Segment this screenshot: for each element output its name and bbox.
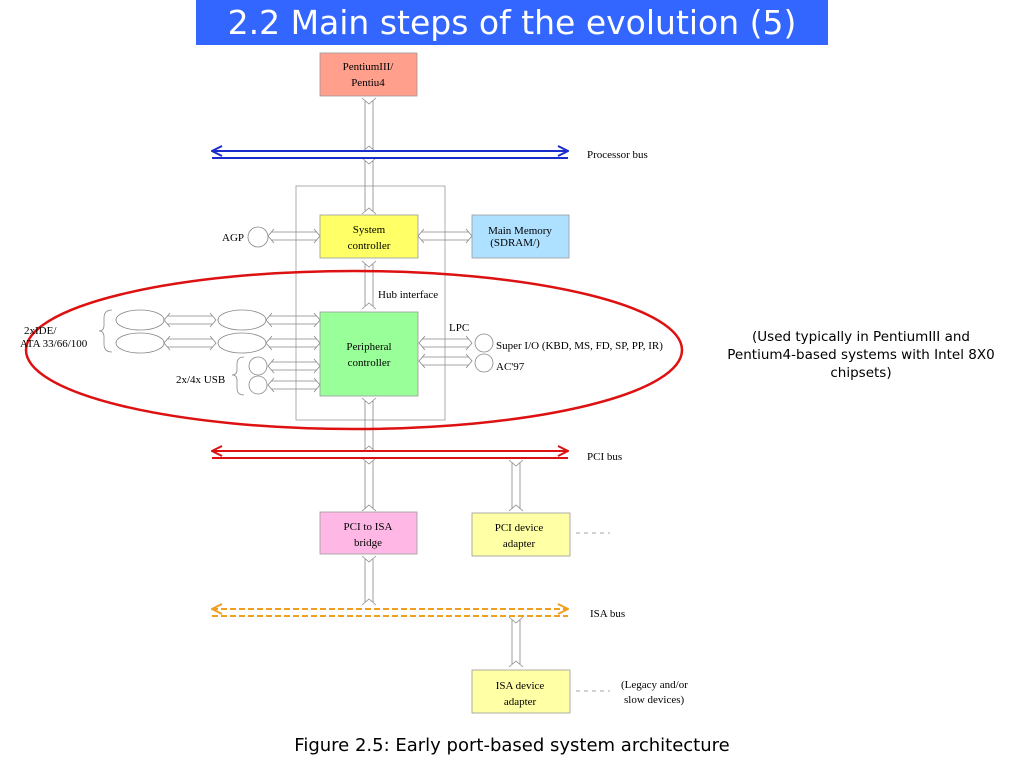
agp-label: AGP (222, 232, 244, 244)
pci-bus-label: PCI bus (587, 451, 622, 463)
usb-label: 2x/4x USB (176, 374, 225, 386)
pci-isa-bridge-block (319, 511, 418, 555)
lpc-label: LPC (449, 322, 469, 334)
ide-label: ATA 33/66/100 (20, 338, 88, 350)
hub-interface-label: Hub interface (378, 289, 438, 301)
usb-port-2 (248, 375, 268, 395)
ide-label: 2xIDE/ (24, 325, 57, 337)
legacy-devices-label: (Legacy and/or (621, 679, 688, 691)
peripheral-controller-block (319, 311, 419, 397)
figure-caption: Figure 2.5: Early port-based system arch… (294, 735, 730, 756)
ac97-label: AC'97 (496, 361, 525, 373)
highlight-ellipse (24, 269, 684, 431)
ide-brace (98, 309, 113, 353)
ide-device-1a (115, 309, 165, 331)
isa-bus-label: ISA bus (590, 608, 625, 620)
usb-port-1 (248, 356, 268, 376)
isa-device-adapter-label: ISA device (496, 680, 545, 692)
ide-device-1b (217, 309, 267, 331)
main-memory-label: Main Memory (488, 225, 552, 237)
pci-isa-bridge-label: PCI to ISA (344, 521, 393, 533)
isa-device-adapter-block (471, 669, 571, 714)
main-memory-label: (SDRAM/) (490, 237, 540, 249)
system-controller-label: System (353, 224, 386, 236)
port-symbols (115, 226, 494, 395)
usage-note: (Used typically in PentiumIII and Pentiu… (727, 329, 995, 381)
processor-bus (212, 151, 568, 159)
peripheral-controller-label: Peripheral (346, 341, 391, 353)
vertical-connectors (361, 97, 524, 668)
pci-bus (212, 451, 568, 459)
super-io-label: Super I/O (KBD, MS, FD, SP, PP, IR) (496, 340, 663, 352)
processor-block (319, 52, 418, 97)
pci-device-adapter-label: adapter (503, 538, 536, 550)
peripheral-controller-label: controller (348, 357, 391, 369)
legacy-devices-label: slow devices) (624, 694, 685, 706)
pci-device-adapter-label: PCI device (495, 522, 544, 534)
pci-device-adapter-block (471, 512, 571, 557)
ide-device-2b (217, 332, 267, 354)
isa-device-adapter-label: adapter (504, 696, 537, 708)
processor-label: PentiumIII/ (343, 61, 395, 73)
system-controller-label: controller (348, 240, 391, 252)
isa-bus (212, 609, 568, 617)
system-controller-block (319, 214, 419, 259)
agp-port (247, 226, 269, 248)
pci-isa-bridge-label: bridge (354, 537, 382, 549)
chipset-outline (295, 185, 446, 421)
slide-title: 2.2 Main steps of the evolution (5) (196, 0, 828, 45)
super-io-port (474, 333, 494, 353)
ac97-port (474, 353, 494, 373)
usb-brace (231, 356, 245, 396)
main-memory-block (471, 214, 570, 259)
processor-bus-label: Processor bus (587, 149, 648, 161)
ide-device-2a (115, 332, 165, 354)
horizontal-connectors (163, 228, 473, 393)
processor-label: Pentiu4 (351, 77, 385, 89)
